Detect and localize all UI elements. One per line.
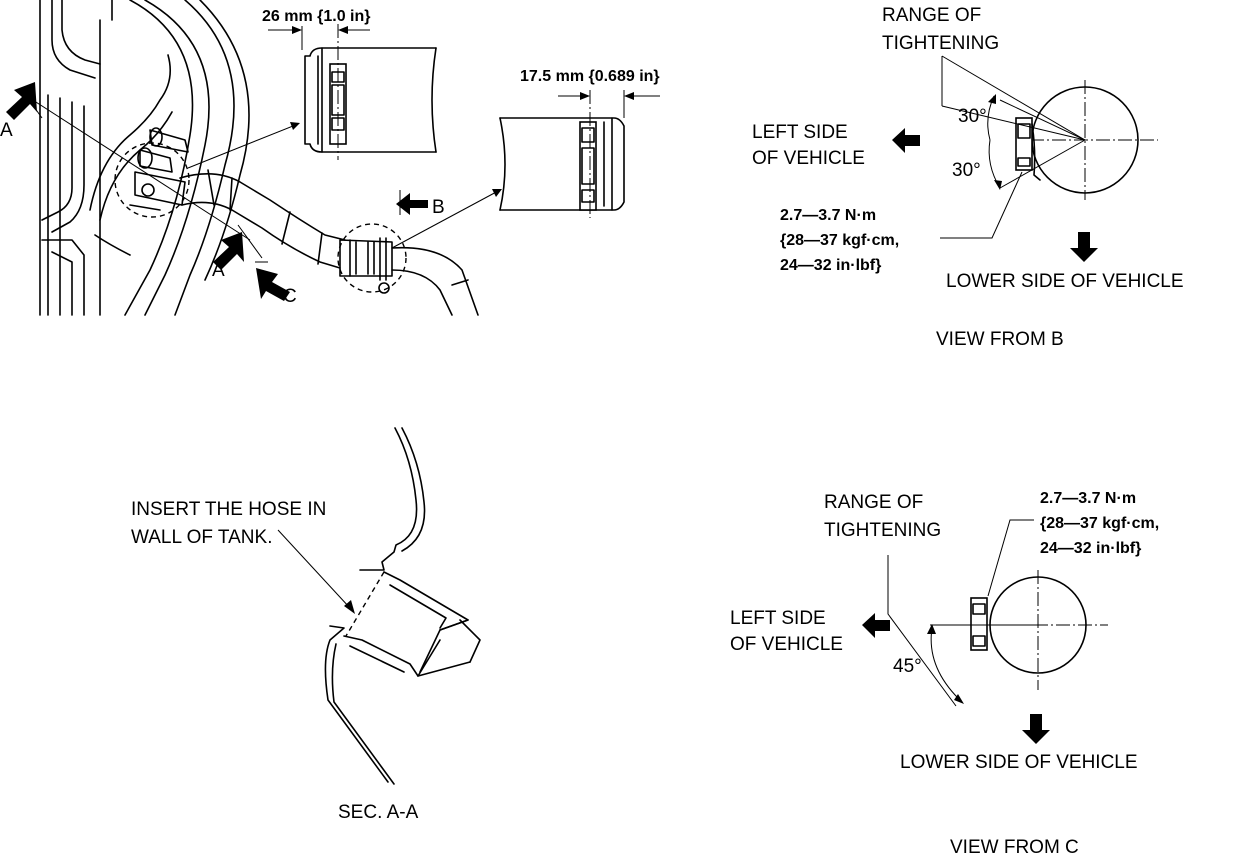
view-from-b: RANGE OF TIGHTENING 30° 30° LEFT SIDE OF… (752, 5, 1184, 350)
view-c-angle: 45° (893, 656, 922, 677)
view-b-lower-side-label: LOWER SIDE OF VEHICLE (946, 271, 1184, 292)
pipe-clamp-width-dimension: 17.5 mm {0.689 in} (520, 68, 660, 85)
view-b-angle-lower: 30° (952, 160, 981, 181)
view-c-range-label-line1: RANGE OF (824, 492, 923, 513)
view-b-caption: VIEW FROM B (936, 329, 1064, 350)
view-b-range-label-line1: RANGE OF (882, 5, 981, 26)
view-b-range-label-line2: TIGHTENING (882, 33, 999, 54)
view-b-torque-line1: 2.7—3.7 N·m (780, 207, 876, 224)
view-b-angle-upper: 30° (958, 106, 987, 127)
section-mark-c: C (283, 286, 297, 307)
view-from-c: RANGE OF TIGHTENING 2.7—3.7 N·m {28—37 k… (730, 490, 1159, 858)
section-aa-note-line2: WALL OF TANK. (131, 527, 272, 548)
hose-clamp-width-dimension: 26 mm {1.0 in} (262, 8, 371, 25)
pipe-clamp-detail: 17.5 mm {0.689 in} (499, 68, 660, 218)
view-c-left-side-line1: LEFT SIDE (730, 608, 826, 629)
section-aa-caption: SEC. A-A (338, 802, 419, 823)
view-c-torque-line2: {28—37 kgf·cm, (1040, 515, 1159, 532)
view-c-range-label-line2: TIGHTENING (824, 520, 941, 541)
view-b-left-side-line1: LEFT SIDE (752, 122, 848, 143)
view-b-left-side-line2: OF VEHICLE (752, 148, 865, 169)
section-a-a: INSERT THE HOSE IN WALL OF TANK. SEC. A-… (131, 427, 481, 823)
view-b-torque-line2: {28—37 kgf·cm, (780, 232, 899, 249)
view-c-lower-side-label: LOWER SIDE OF VEHICLE (900, 752, 1138, 773)
section-mark-a-top: A (0, 120, 13, 141)
hose-clamp-detail: 26 mm {1.0 in} (262, 8, 437, 160)
view-c-left-side-line2: OF VEHICLE (730, 634, 843, 655)
section-aa-note-line1: INSERT THE HOSE IN (131, 499, 326, 520)
section-mark-a-bottom: A (212, 260, 225, 281)
main-assembly-drawing: A A C B (0, 0, 502, 316)
view-c-torque-line1: 2.7—3.7 N·m (1040, 490, 1136, 507)
section-mark-b: B (432, 197, 445, 218)
view-b-torque-line3: 24—32 in·lbf} (780, 257, 881, 274)
view-c-caption: VIEW FROM C (950, 837, 1079, 858)
view-c-torque-line3: 24—32 in·lbf} (1040, 540, 1141, 557)
